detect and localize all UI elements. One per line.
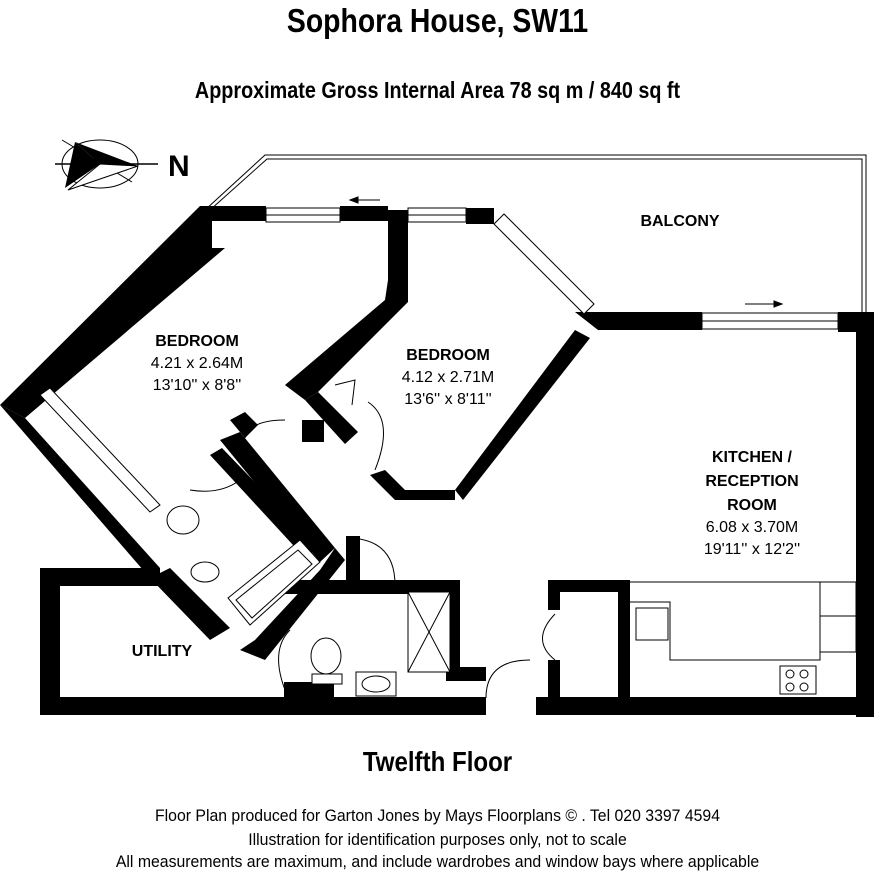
- balcony-outline: [204, 154, 867, 315]
- bedroom-2-name: BEDROOM: [406, 347, 490, 364]
- kitchen-label: KITCHEN / RECEPTION ROOM 6.08 x 3.70M 19…: [704, 449, 800, 558]
- kitchen-fixtures: [630, 581, 857, 695]
- slide-arrows: [348, 196, 784, 308]
- bedroom-2-imperial: 13'6'' x 8'11'': [404, 391, 491, 408]
- compass-label: N: [168, 150, 190, 183]
- plan-title: Sophora House, SW11: [286, 2, 589, 39]
- area-subtitle: Approximate Gross Internal Area 78 sq m …: [194, 77, 681, 103]
- kitchen-imperial: 19'11'' x 12'2'': [704, 541, 800, 558]
- floor-label: Twelfth Floor: [362, 746, 513, 777]
- bath-fixtures: [166, 505, 451, 697]
- kitchen-name-3: ROOM: [727, 497, 777, 514]
- bedroom-1-name: BEDROOM: [155, 333, 239, 350]
- kitchen-metric: 6.08 x 3.70M: [706, 519, 799, 536]
- walls: [0, 206, 874, 717]
- bedroom-1-metric: 4.21 x 2.64M: [151, 355, 244, 372]
- footer-measurements: All measurements are maximum, and includ…: [115, 852, 760, 871]
- compass-icon: [55, 139, 158, 191]
- windows: [39, 207, 839, 513]
- bedroom-2-label: BEDROOM 4.12 x 2.71M 13'6'' x 8'11'': [402, 347, 495, 408]
- bedroom-1-imperial: 13'10'' x 8'8'': [153, 377, 242, 394]
- kitchen-name-2: RECEPTION: [705, 473, 798, 490]
- utility-label: UTILITY: [132, 643, 193, 660]
- doors: [189, 379, 556, 699]
- bedroom-1-label: BEDROOM 4.21 x 2.64M 13'10'' x 8'8'': [151, 333, 244, 394]
- bedroom-2-metric: 4.12 x 2.71M: [402, 369, 495, 386]
- footer-credit: Floor Plan produced for Garton Jones by …: [154, 806, 721, 825]
- footer-disclaimer: Illustration for identification purposes…: [248, 830, 627, 849]
- kitchen-name-1: KITCHEN /: [712, 449, 793, 466]
- balcony-label: BALCONY: [640, 213, 719, 230]
